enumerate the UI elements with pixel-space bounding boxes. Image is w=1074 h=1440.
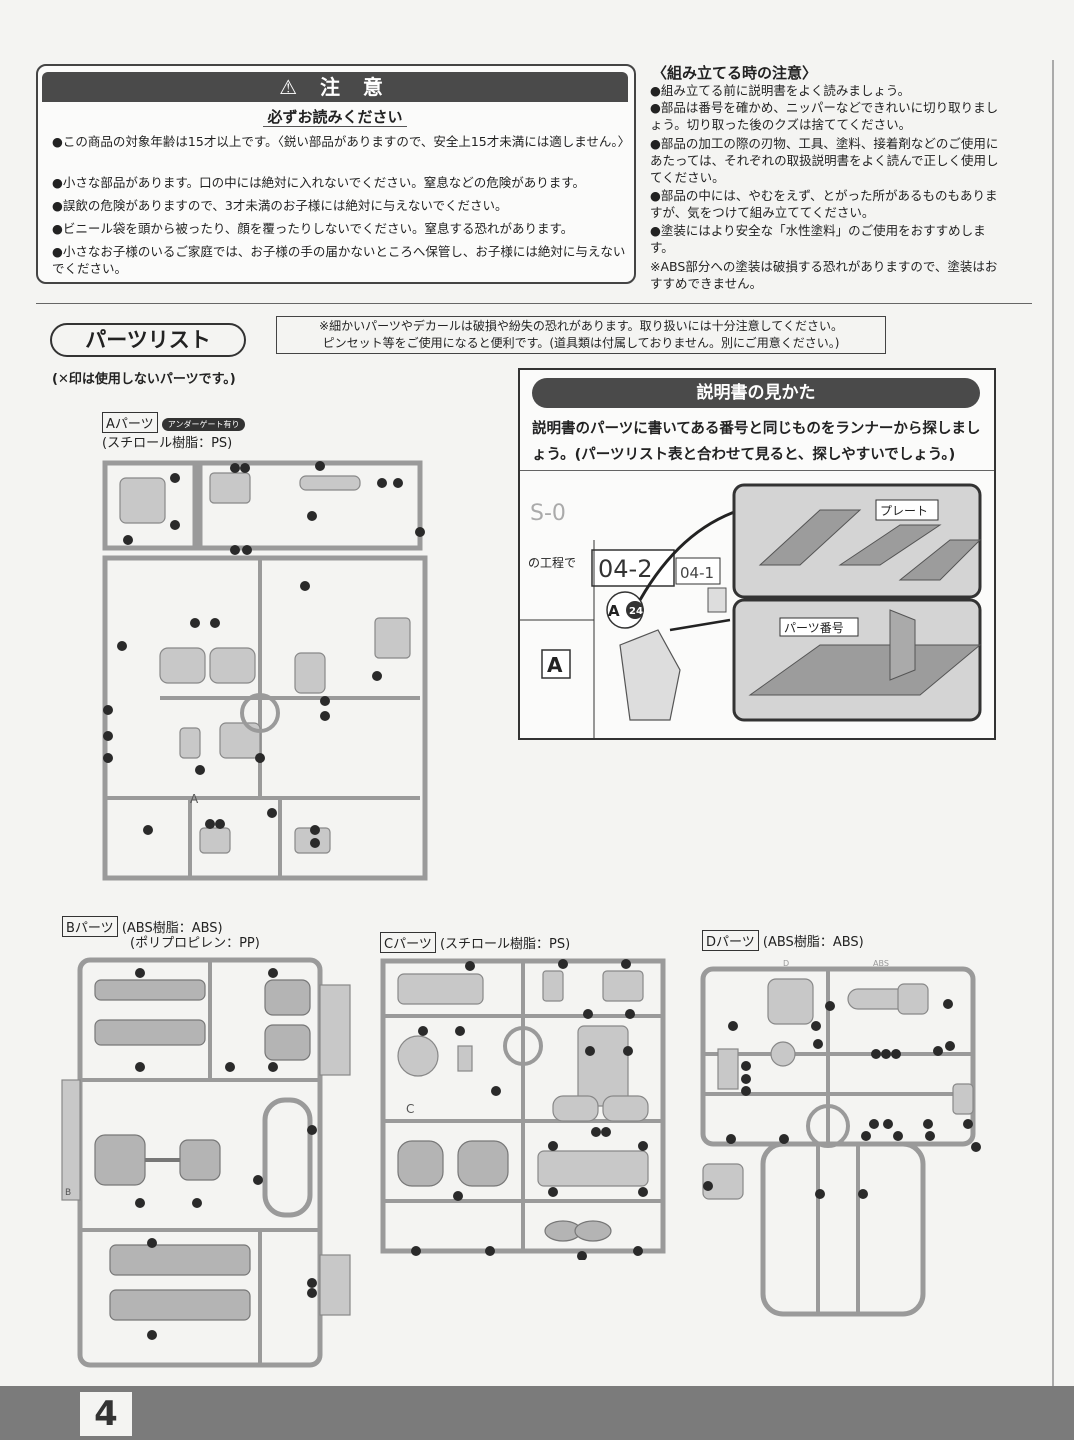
runner-stamp: D bbox=[783, 959, 789, 968]
plate-label: プレート bbox=[880, 504, 928, 518]
parts-note-line: ※細かいパーツやデカールは破損や紛失の恐れがあります。取り扱いには十分注意してく… bbox=[319, 319, 843, 333]
warning-item: ●ビニール袋を頭から被ったり、顔を覆ったりしないでください。窒息する恐れがありま… bbox=[52, 221, 574, 236]
caution-item: ●組み立てる前に説明書をよく読みましょう。 bbox=[650, 83, 911, 98]
warning-item: ●この商品の対象年齢は15才以上です。〈鋭い部品がありますので、安全上15才未満… bbox=[52, 134, 631, 149]
runner-c-label: Cパーツ (スチロール樹脂：PS) bbox=[380, 932, 570, 953]
step-main: 04-2 bbox=[598, 555, 652, 583]
runner-b-label: Bパーツ (ABS樹脂：ABS) bbox=[62, 916, 223, 937]
warning-title: ⚠ 注 意 bbox=[42, 72, 628, 102]
part-numbers bbox=[411, 959, 648, 1260]
part-numbers bbox=[703, 999, 981, 1199]
caution-item: ●部品の中には、やむをえず、とがった所があるものもありますが、気をつけて組み立て… bbox=[650, 188, 998, 220]
caution-item: ●部品の加工の際の刃物、工具、塗料、接着剤などのご使用にあたっては、それぞれの取… bbox=[650, 136, 999, 185]
runner-c: C bbox=[380, 958, 666, 1260]
warning-item: ●小さなお子様のいるご家庭では、お子様の手の届かないところへ保管し、お子様には絶… bbox=[52, 244, 626, 276]
assembly-title: 〈組み立てる時の注意〉 bbox=[652, 64, 818, 82]
unused-parts-note: (✕印は使用しないパーツです。) bbox=[52, 372, 236, 387]
runner-letter: A bbox=[547, 653, 563, 677]
plate-label-box bbox=[875, 499, 939, 521]
caution-item: ●塗装にはより安全な「水性塗料」のご使用をおすすめします。 bbox=[650, 223, 986, 255]
partno-label-box bbox=[779, 617, 859, 637]
step-text: の工程で bbox=[528, 555, 576, 570]
partno-label: パーツ番号 bbox=[784, 621, 844, 635]
plate-closeup bbox=[732, 483, 982, 599]
warning-subtitle: 必ずお読みください bbox=[42, 106, 628, 127]
runner-a-material: (スチロール樹脂：PS) bbox=[102, 436, 233, 451]
runner-a-label: Aパーツ アンダーゲート有り bbox=[102, 412, 246, 433]
parts-note: ※細かいパーツやデカールは破損や紛失の恐れがあります。取り扱いには十分注意してく… bbox=[276, 316, 886, 354]
step-sub: 04-1 bbox=[680, 564, 714, 582]
howto-illustration: S-0 の工程で 04-2 04-1 A A 24 プレート パーツ番号 bbox=[520, 470, 994, 738]
runner-d: D ABS bbox=[700, 959, 981, 1317]
arrow bbox=[638, 508, 741, 601]
callout-letter: A bbox=[608, 602, 620, 620]
divider bbox=[36, 303, 1032, 304]
page-number: 4 bbox=[80, 1392, 132, 1436]
runner-b-material2: (ポリプロピレン：PP) bbox=[130, 936, 260, 951]
runner-stamp: B bbox=[65, 1188, 71, 1198]
howto-title: 説明書の見かた bbox=[532, 378, 980, 408]
warning-item: ●誤飲の危険がありますので、3才未満のお子様には絶対に与えないでください。 bbox=[52, 198, 508, 213]
part-numbers bbox=[135, 968, 317, 1340]
part-sketch bbox=[619, 629, 681, 721]
parts-note-line: ピンセット等をご使用になると便利です。(道具類は付属しておりません。別にご用意く… bbox=[322, 336, 840, 350]
runner-a: A bbox=[102, 460, 428, 881]
runner-stamp-material: ABS bbox=[873, 959, 889, 968]
part-numbers bbox=[103, 461, 425, 848]
callout-number-disc bbox=[626, 601, 644, 619]
parts-list-title: パーツリスト bbox=[50, 323, 246, 357]
caution-item: ※ABS部分への塗装は破損する恐れがありますので、塗装はおすすめできません。 bbox=[650, 259, 998, 291]
page-edge bbox=[1052, 60, 1054, 1390]
howto-text: 説明書のパーツに書いてある番号と同じものをランナーから探しましょう。(パーツリス… bbox=[532, 421, 981, 463]
footer-band bbox=[0, 1386, 1074, 1440]
runner-d-label: Dパーツ (ABS樹脂：ABS) bbox=[702, 930, 864, 951]
runner-stamp: A bbox=[190, 792, 199, 806]
series-code: S-0 bbox=[530, 501, 566, 526]
callout-number: 24 bbox=[629, 606, 643, 617]
runner-stamp: C bbox=[406, 1102, 414, 1116]
caution-item: ●部品は番号を確かめ、ニッパーなどできれいに切り取りましょう。切り取った後のクズ… bbox=[650, 100, 999, 132]
undergate-badge: アンダーゲート有り bbox=[161, 418, 246, 431]
runner-b: B bbox=[61, 957, 351, 1368]
warning-item: ●小さな部品があります。口の中には絶対に入れないでください。窒息などの危険があり… bbox=[52, 175, 586, 190]
